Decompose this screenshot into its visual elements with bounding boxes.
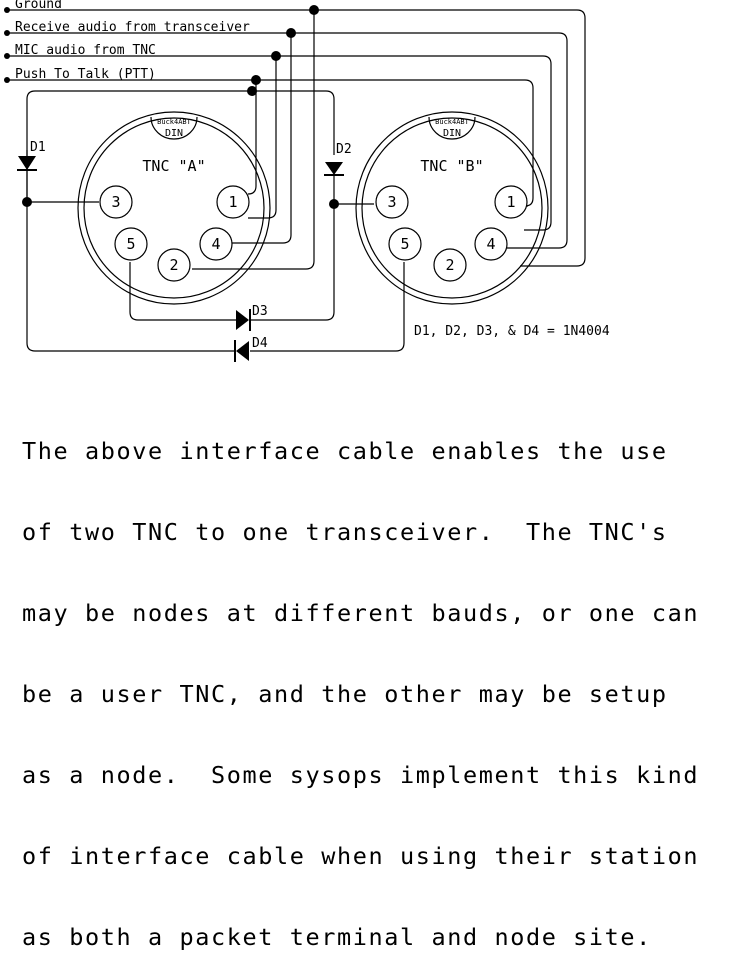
drop-mic-tnc-a xyxy=(248,56,277,219)
diode-d4: D4 xyxy=(234,336,268,362)
tnc-b-pin4: 4 xyxy=(486,235,495,253)
caption-line: as a node. Some sysops implement this ki… xyxy=(22,761,700,789)
caption-paragraph: The above interface cable enables the us… xyxy=(22,384,730,978)
drop-ptt-tnc-a xyxy=(247,80,257,195)
tnc-b-connector: Buck4ABT DIN TNC "B" 3 1 5 4 2 xyxy=(355,111,549,305)
tnc-a-pin1: 1 xyxy=(228,193,237,211)
label-mic-audio: MIC audio from TNC xyxy=(15,43,156,58)
d4-label: D4 xyxy=(252,336,268,351)
tnc-a-din: DIN xyxy=(165,128,183,139)
diode-note: D1, D2, D3, & D4 = 1N4004 xyxy=(414,324,610,339)
wire-ptt xyxy=(7,79,534,207)
d2-label: D2 xyxy=(336,142,352,157)
tnc-b-pin1: 1 xyxy=(506,193,515,211)
drop-receive-tnc-a xyxy=(232,33,292,244)
tnc-a-connector: Buck4ABT DIN TNC "A" 3 1 5 4 2 xyxy=(77,111,271,305)
interface-cable-schematic: D1 D2 D3 D4 Ground Receive audio from tr… xyxy=(4,0,610,362)
diode-d2: D2 xyxy=(324,142,352,176)
label-receive-audio: Receive audio from transceiver xyxy=(15,20,250,35)
tnc-b-pin5-wire xyxy=(250,262,405,352)
caption-line: be a user TNC, and the other may be setu… xyxy=(22,680,668,708)
tnc-b-pin5: 5 xyxy=(400,235,409,253)
tnc-a-pin2: 2 xyxy=(169,256,178,274)
label-ground: Ground xyxy=(15,0,62,12)
junction-dots xyxy=(4,5,339,209)
tnc-b-pin2: 2 xyxy=(445,256,454,274)
wire-receive-audio xyxy=(7,32,568,249)
tnc-a-pin5: 5 xyxy=(126,235,135,253)
drop-ground-tnc-a xyxy=(192,10,315,270)
tnc-a-pin5-wire xyxy=(129,262,236,321)
ptt-loop xyxy=(26,90,252,352)
tnc-b-pin3: 3 xyxy=(387,193,396,211)
tnc-b-din: DIN xyxy=(443,128,461,139)
tnc-a-maker: Buck4ABT xyxy=(157,118,192,126)
caption-line: of interface cable when using their stat… xyxy=(22,842,700,870)
wire-mic-audio xyxy=(7,55,552,231)
ptt-loop-right xyxy=(252,90,335,155)
caption-line: of two TNC to one transceiver. The TNC's xyxy=(22,518,668,546)
diode-d1: D1 xyxy=(17,140,46,171)
tnc-a-pin4: 4 xyxy=(211,235,220,253)
tnc-a-label: TNC "A" xyxy=(142,157,205,175)
tnc-b-label: TNC "B" xyxy=(420,157,483,175)
tnc-b-maker: Buck4ABT xyxy=(435,118,470,126)
caption-line: may be nodes at different bauds, or one … xyxy=(22,599,700,627)
label-ptt: Push To Talk (PTT) xyxy=(15,67,156,82)
d1-label: D1 xyxy=(30,140,46,155)
tnc-b-pin3-wire xyxy=(333,175,374,205)
tnc-a-pin3: 3 xyxy=(111,193,120,211)
d3-label: D3 xyxy=(252,304,268,319)
d3-right-wire xyxy=(250,204,335,321)
caption-line: as both a packet terminal and node site. xyxy=(22,923,652,951)
diode-d3: D3 xyxy=(236,304,268,331)
wire-ground xyxy=(7,9,586,267)
caption-line: The above interface cable enables the us… xyxy=(22,437,668,465)
